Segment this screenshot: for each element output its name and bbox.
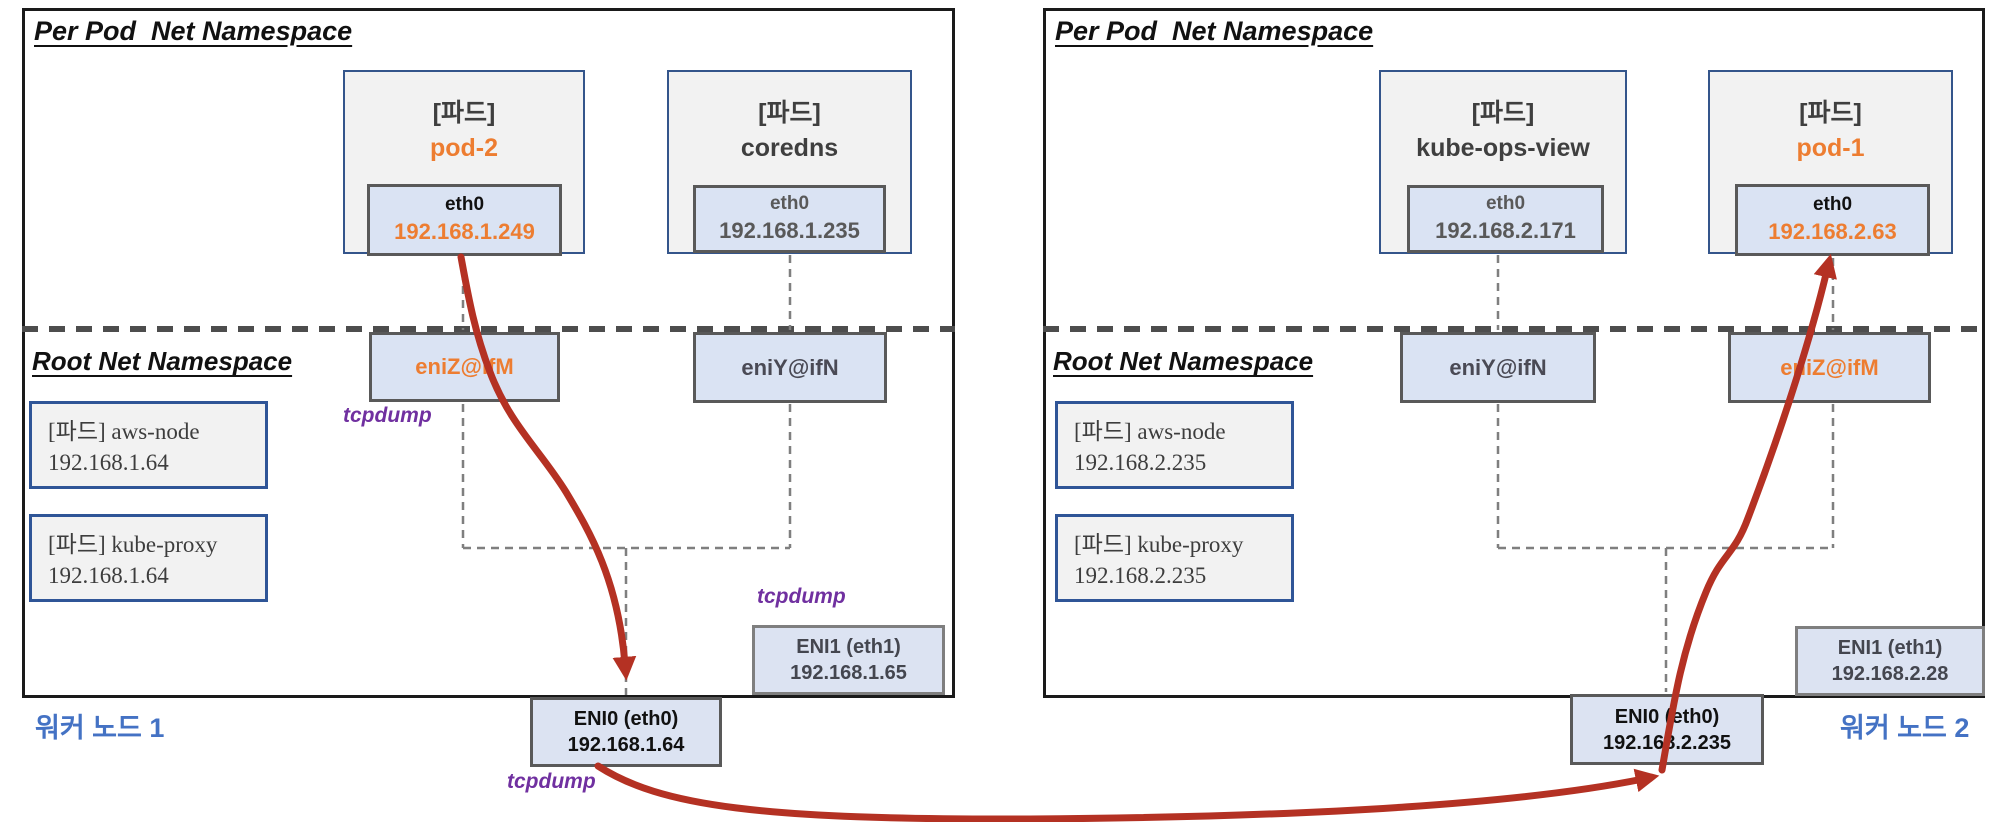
flow-arrow-node1-to-node2: [594, 762, 1660, 822]
veth-box-eniZ-node1: eniZ@ifM: [369, 332, 560, 402]
eni1-box-node1: ENI1 (eth1) 192.168.1.65: [752, 625, 945, 695]
pod-name: kube-ops-view: [1416, 134, 1590, 162]
iface-name: eth0: [1485, 193, 1526, 215]
hostpod-box-aws-node-1: [파드] aws-node 192.168.1.64: [29, 401, 268, 489]
root-ns-title-node1: Root Net Namespace: [32, 346, 293, 376]
hostpod-box-aws-node-2: [파드] aws-node 192.168.2.235: [1055, 401, 1294, 489]
eni-name: ENI0 (eth0): [1614, 705, 1720, 728]
hostpod-name: [파드] aws-node: [48, 419, 200, 444]
iface-ip: 192.168.2.63: [1768, 219, 1897, 245]
worker-node-1-label: 워커 노드 1: [35, 713, 165, 743]
root-ns-title-node2: Root Net Namespace: [1053, 346, 1314, 376]
pod-name: pod-2: [429, 134, 499, 162]
hostpod-ip: 192.168.2.235: [1074, 563, 1207, 589]
hostpod-name: [파드] aws-node: [1074, 419, 1226, 444]
per-pod-ns-title-node1: Per Pod Net Namespace: [34, 16, 353, 46]
iface-name: eth0: [1812, 194, 1853, 216]
tcpdump-label-eni1: tcpdump: [757, 585, 846, 608]
per-pod-ns-title-node2: Per Pod Net Namespace: [1055, 16, 1374, 46]
tcpdump-label-eniZ: tcpdump: [343, 404, 432, 427]
hostpod-box-kube-proxy-1: [파드] kube-proxy 192.168.1.64: [29, 514, 268, 602]
iface-name: eth0: [769, 193, 810, 215]
iface-ip: 192.168.1.235: [719, 218, 860, 244]
eni1-box-node2: ENI1 (eth1) 192.168.2.28: [1795, 626, 1985, 696]
eni-ip: 192.168.2.235: [1603, 731, 1731, 754]
pod-tag: [파드]: [758, 99, 821, 127]
hostpod-ip: 192.168.1.64: [48, 450, 169, 476]
pod-name: coredns: [740, 134, 839, 162]
eth0-box-pod-1: eth0 192.168.2.63: [1735, 184, 1930, 256]
eni-name: ENI1 (eth1): [1837, 637, 1943, 659]
hostpod-name: [파드] kube-proxy: [48, 532, 218, 557]
hostpod-ip: 192.168.2.235: [1074, 450, 1207, 476]
pod-tag: [파드]: [1471, 99, 1535, 127]
veth-box-eniZ-node2: eniZ@ifM: [1728, 332, 1931, 403]
eth0-box-pod-2: eth0 192.168.1.249: [367, 184, 562, 256]
veth-box-eniY-node2: eniY@ifN: [1400, 332, 1596, 403]
hostpod-name: [파드] kube-proxy: [1074, 532, 1244, 557]
eni-ip: 192.168.1.65: [790, 662, 907, 684]
veth-box-eniY-node1: eniY@ifN: [693, 332, 887, 403]
eni-name: ENI0 (eth0): [573, 708, 679, 730]
pod-tag: [파드]: [1799, 99, 1862, 127]
eth0-box-coredns: eth0 192.168.1.235: [693, 185, 886, 253]
worker-node-2-label: 워커 노드 2: [1840, 713, 1970, 743]
eni0-box-node1: ENI0 (eth0) 192.168.1.64: [530, 697, 722, 767]
hostpod-box-kube-proxy-2: [파드] kube-proxy 192.168.2.235: [1055, 514, 1294, 602]
pod-tag: [파드]: [432, 99, 496, 127]
iface-name: eth0: [444, 194, 485, 216]
tcpdump-label-eni0: tcpdump: [507, 770, 596, 793]
hostpod-ip: 192.168.1.64: [48, 563, 169, 589]
iface-ip: 192.168.2.171: [1435, 218, 1576, 244]
eni0-box-node2: ENI0 (eth0) 192.168.2.235: [1570, 694, 1764, 765]
eni-ip: 192.168.2.28: [1831, 663, 1949, 685]
eni-name: ENI1 (eth1): [796, 636, 901, 658]
iface-ip: 192.168.1.249: [394, 219, 535, 245]
eth0-box-kube-ops-view: eth0 192.168.2.171: [1407, 185, 1604, 253]
eni-ip: 192.168.1.64: [567, 734, 685, 756]
pod-name: pod-1: [1796, 134, 1865, 162]
